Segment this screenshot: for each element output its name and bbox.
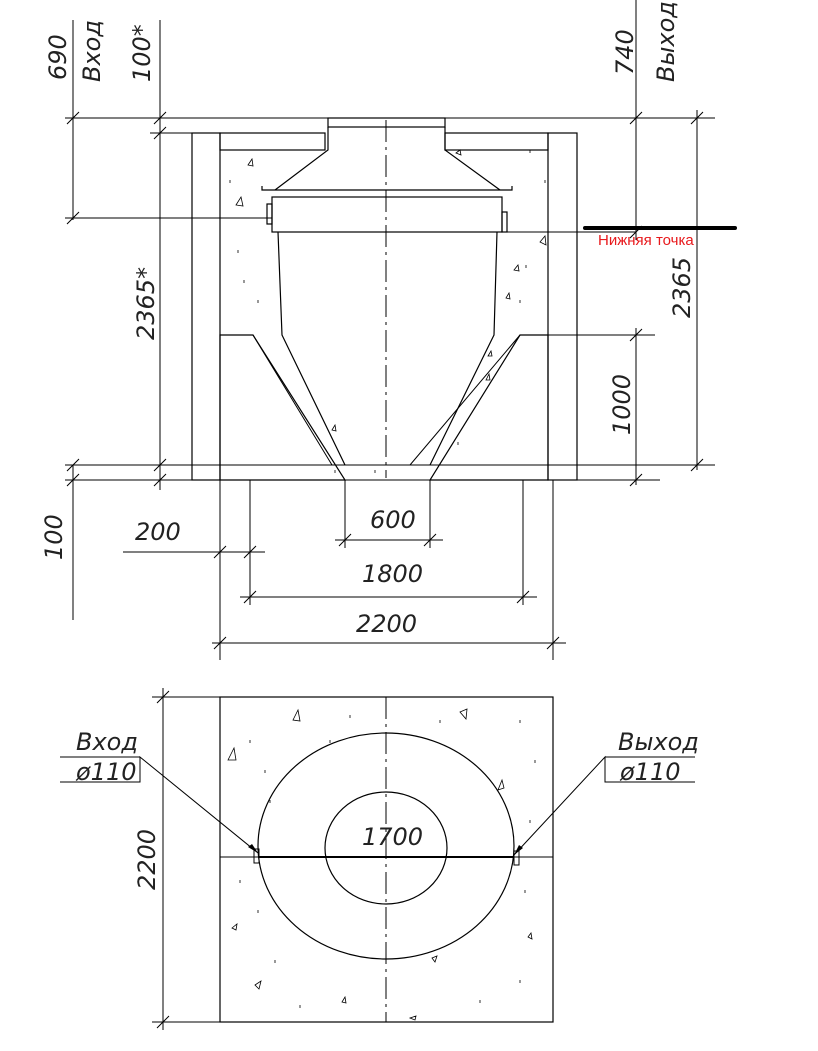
dim-100: 100 xyxy=(40,514,68,560)
tank xyxy=(252,117,521,478)
dim-2365: 2365 xyxy=(668,257,696,318)
dimension-ticks xyxy=(66,111,704,487)
top-slab-right xyxy=(444,132,549,151)
dim-2200-width: 2200 xyxy=(356,610,417,638)
plan-view: 2200 1700 Вход ø110 Выход ø110 xyxy=(60,688,699,1030)
outlet-diameter: ø110 xyxy=(619,758,681,786)
dim-1700: 1700 xyxy=(362,823,423,851)
label-inlet-height: Вход xyxy=(78,20,106,82)
inlet-diameter: ø110 xyxy=(75,758,137,786)
neck-outline xyxy=(324,791,448,905)
inlet-label: Вход xyxy=(76,728,138,756)
dim-200: 200 xyxy=(135,518,181,546)
dim-740: 740 xyxy=(611,29,639,75)
lowest-point-label: Нижняя точка xyxy=(598,232,694,249)
dim-600: 600 xyxy=(370,506,416,534)
dim-2365-star: 2365* xyxy=(132,267,160,340)
bottom-block-right xyxy=(428,334,549,481)
dim-690: 690 xyxy=(44,34,72,80)
outlet-label: Выход xyxy=(618,728,699,756)
left-wall xyxy=(191,132,221,481)
section-view: Нижняя точка 690 Вход 100* 740 Выход 236… xyxy=(40,0,737,660)
concrete-fill xyxy=(229,149,547,473)
dim-1000: 1000 xyxy=(608,374,636,435)
top-slab-left xyxy=(219,132,326,151)
dim-2200-side: 2200 xyxy=(133,829,161,890)
bottom-block-left xyxy=(219,334,347,481)
dim-1800: 1800 xyxy=(362,560,423,588)
label-outlet-height: Выход xyxy=(652,1,680,82)
dim-100-star: 100* xyxy=(128,24,156,82)
plan-concrete-fill xyxy=(227,708,536,1021)
right-wall xyxy=(547,132,578,481)
